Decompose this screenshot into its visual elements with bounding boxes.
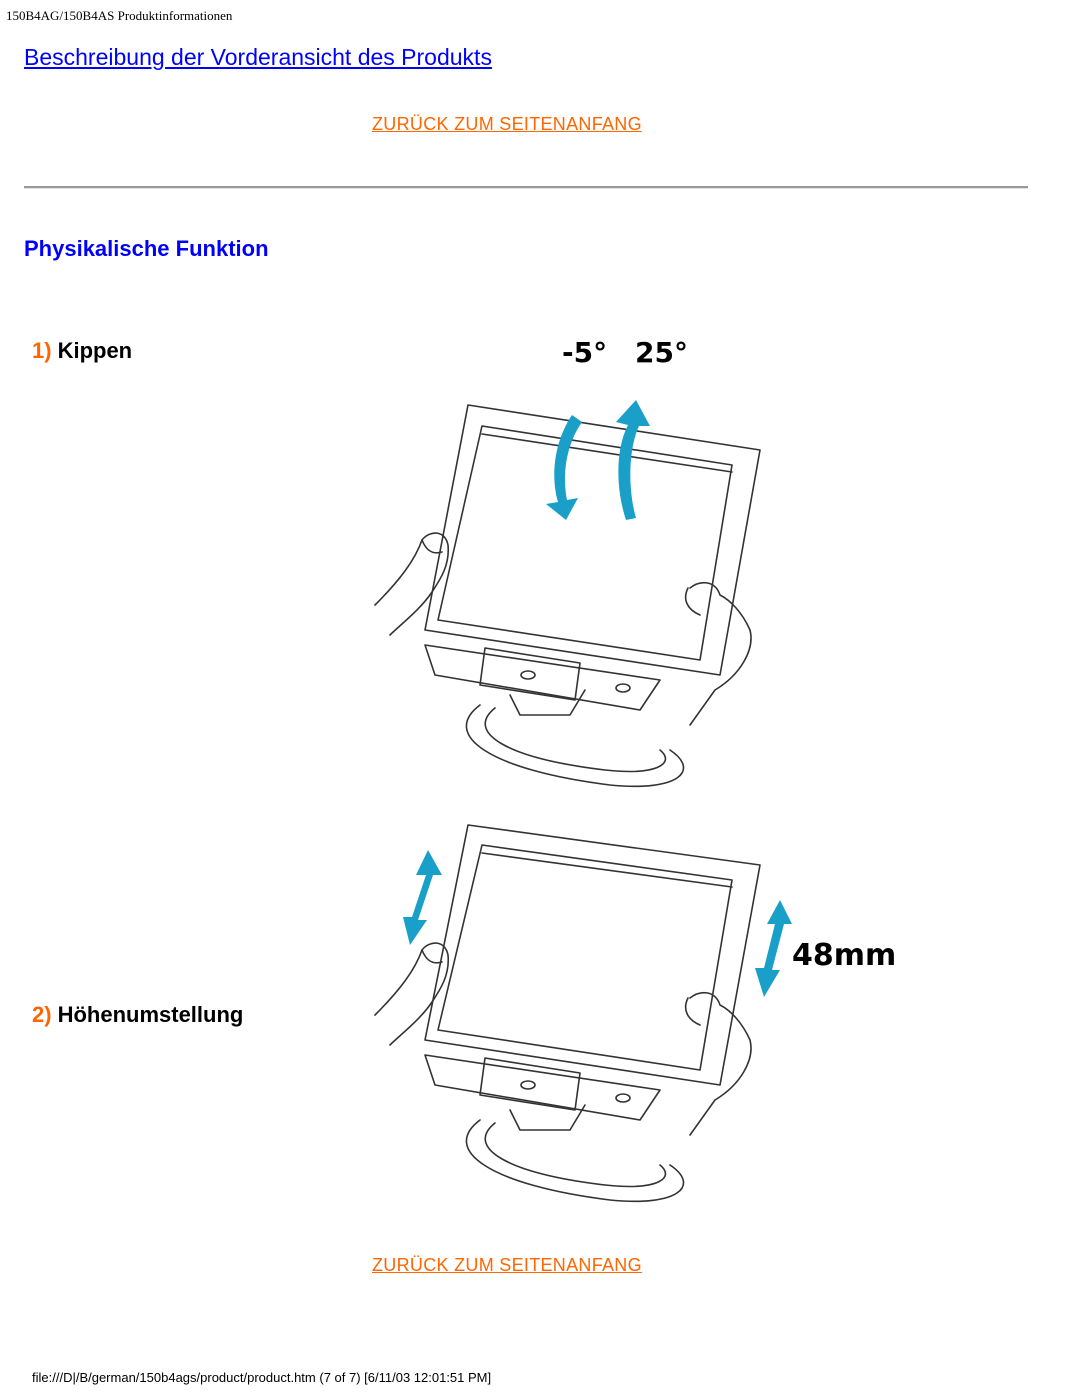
print-footer: file:///D|/B/german/150b4ags/product/pro… xyxy=(32,1370,492,1385)
item-height-adjust: 2)Höhenumstellung xyxy=(32,1002,243,1028)
item-number: 1) xyxy=(32,338,52,363)
horizontal-rule xyxy=(24,186,1028,189)
back-to-top-link-bottom[interactable]: ZURÜCK ZUM SEITENANFANG xyxy=(372,1255,642,1275)
item-number: 2) xyxy=(32,1002,52,1027)
height-illustration: 48mm xyxy=(374,824,896,1203)
item-tilt: 1)Kippen xyxy=(32,338,132,364)
section-heading: Physikalische Funktion xyxy=(24,236,269,261)
item-label: Kippen xyxy=(57,338,133,363)
back-to-top-link[interactable]: ZURÜCK ZUM SEITENANFANG xyxy=(372,114,642,134)
height-range-label: 48mm xyxy=(792,938,896,973)
section-link-front-view[interactable]: Beschreibung der Vorderansicht des Produ… xyxy=(24,44,492,70)
tilt-illustration: -5° 25° xyxy=(374,336,761,788)
print-header: 150B4AG/150B4AS Produktinformationen xyxy=(6,8,233,23)
item-label: Höhenumstellung xyxy=(57,1002,244,1027)
angle-up-label: 25° xyxy=(635,336,688,369)
angle-down-label: -5° xyxy=(562,336,607,369)
